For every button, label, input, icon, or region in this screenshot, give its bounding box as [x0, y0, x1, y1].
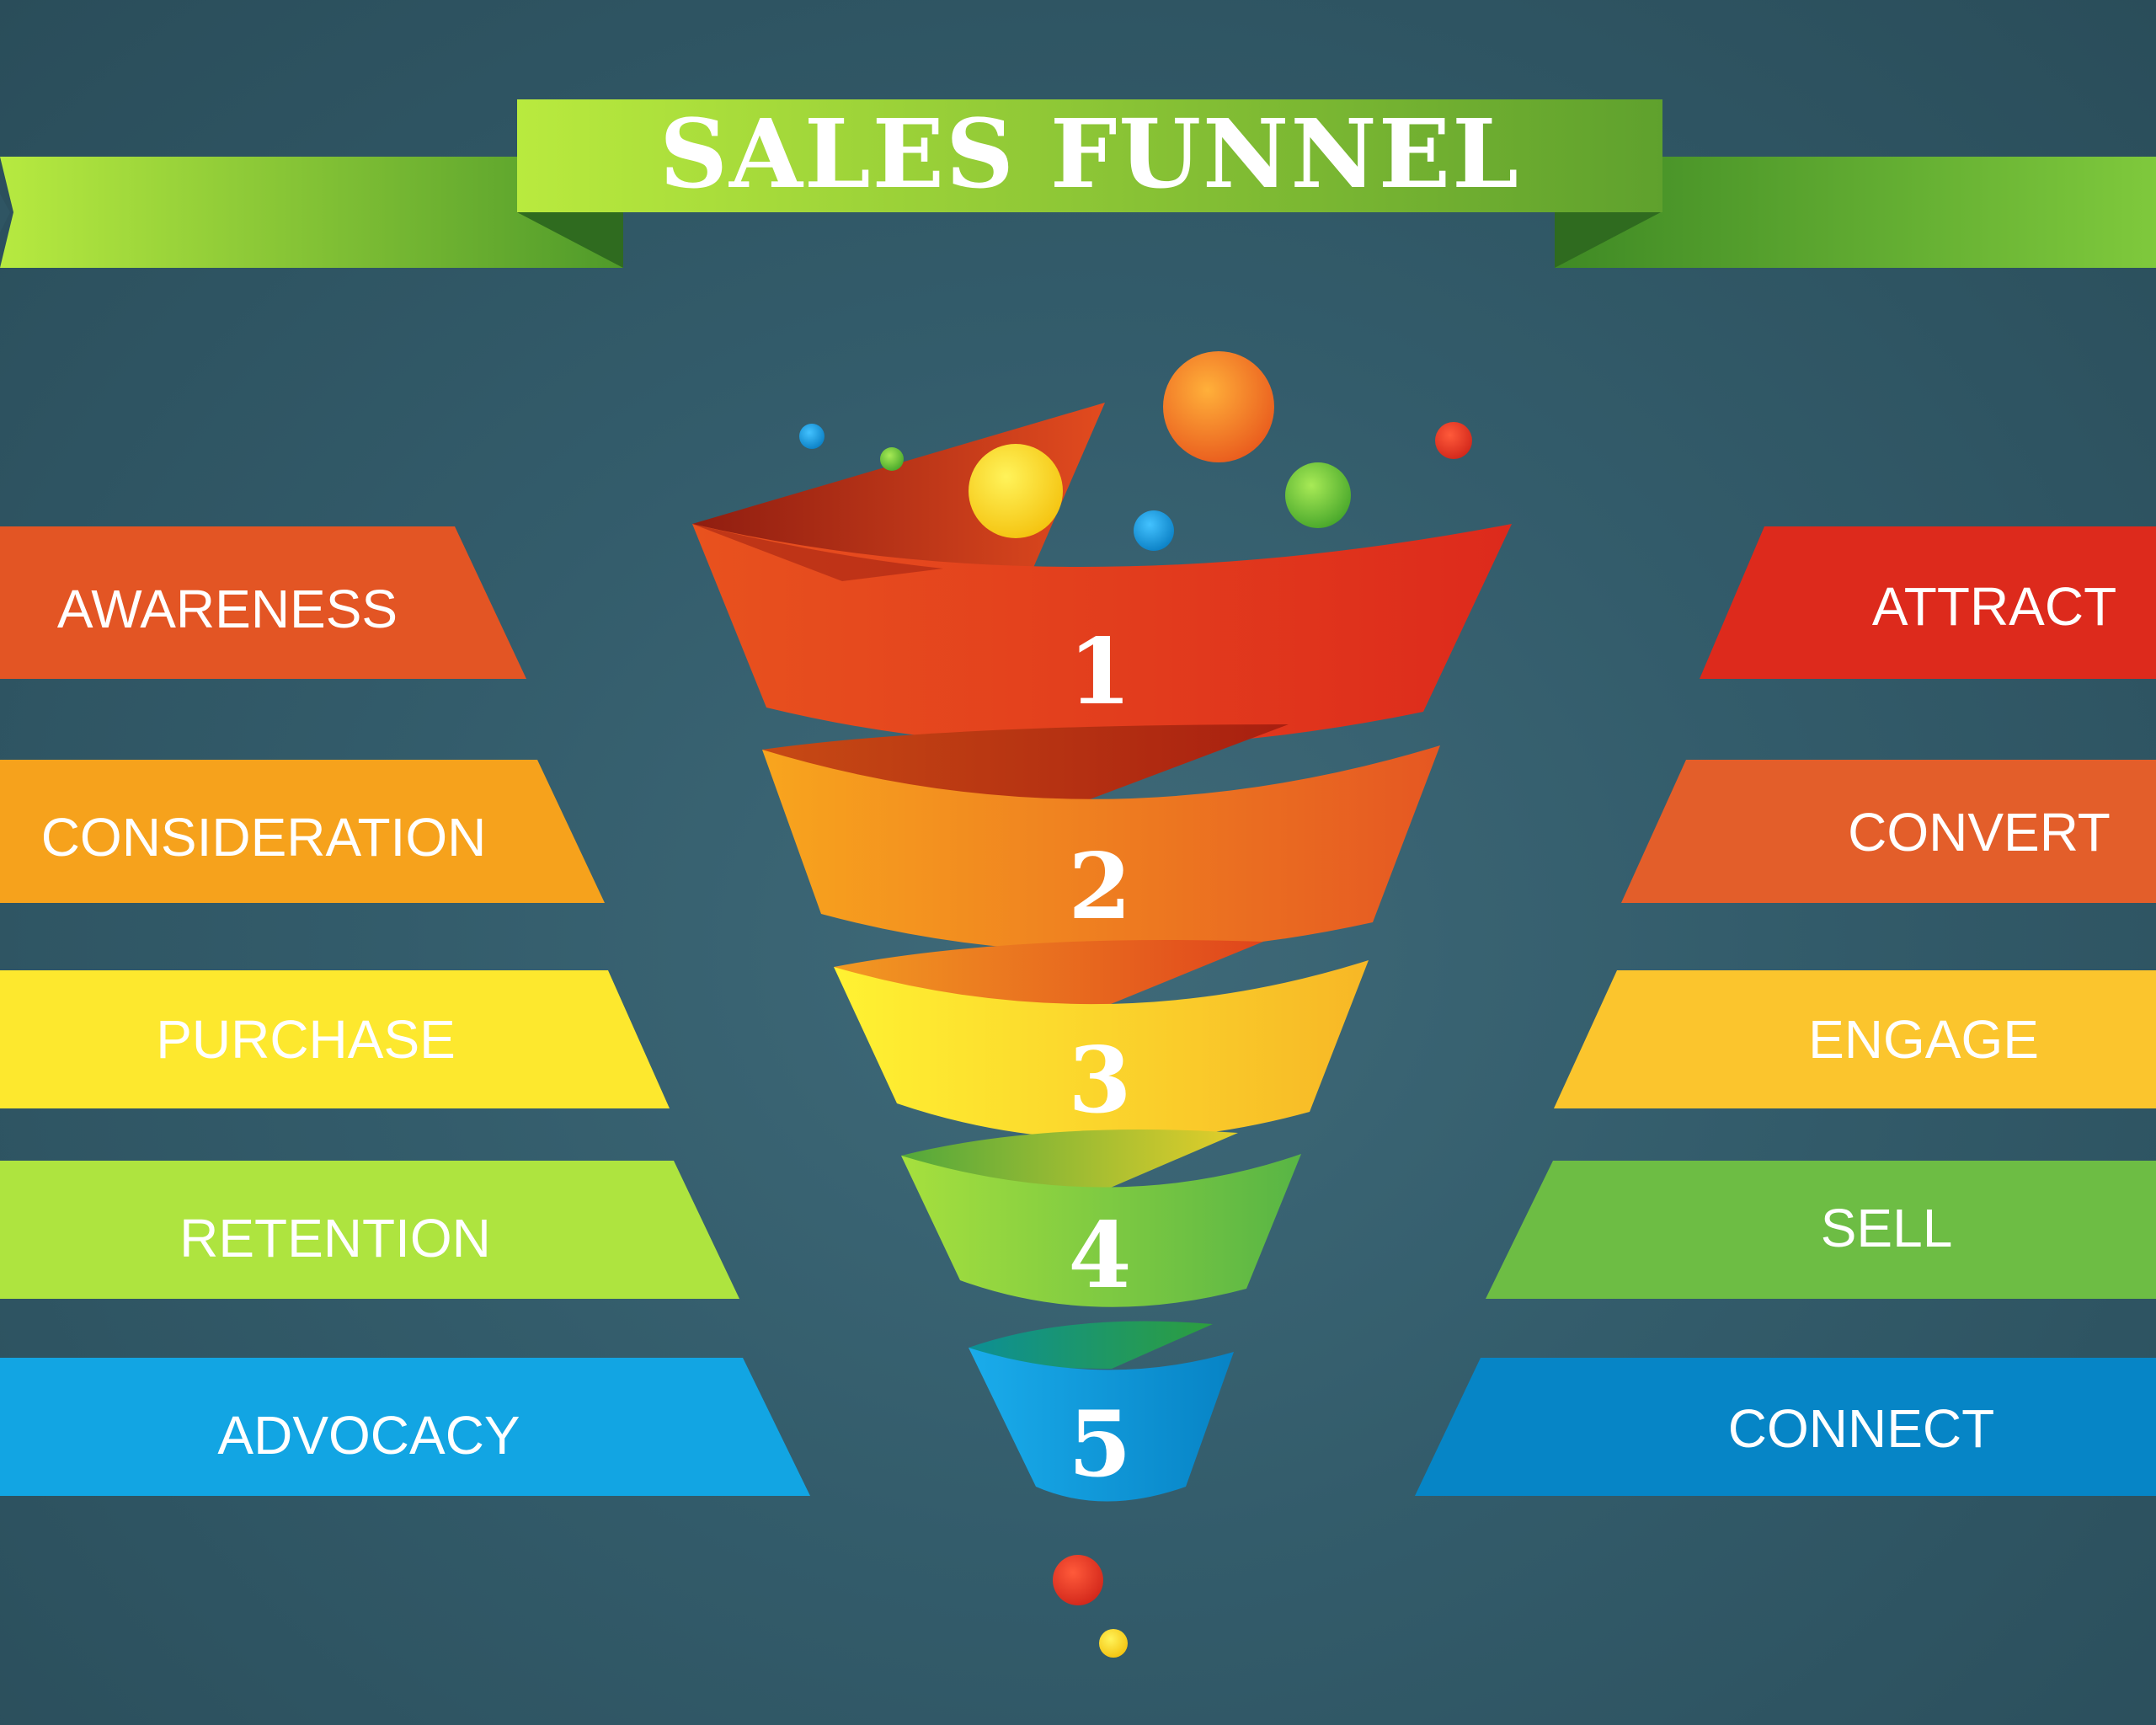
funnel-number-5: 5 — [1068, 1391, 1131, 1498]
banner-fold-left — [517, 212, 623, 268]
funnel-band-2 — [762, 745, 1440, 953]
right-labels: ATTRACT CONVERT ENGAGE SELL CONNECT — [1415, 526, 2156, 1496]
left-ribbon-3 — [0, 970, 670, 1108]
funnel-band-5 — [969, 1348, 1234, 1502]
ball-blue — [1134, 510, 1174, 551]
right-label-3: ENGAGE — [1808, 1009, 2039, 1070]
banner-fold-right — [1555, 212, 1661, 268]
ball-orange-large — [1163, 351, 1274, 462]
funnel-number-1: 1 — [1068, 619, 1131, 725]
funnel-band-5-inner — [969, 1321, 1213, 1369]
decorative-balls — [799, 351, 1472, 1658]
ball-red-small — [1435, 422, 1472, 459]
ball-yellow-bottom — [1099, 1629, 1128, 1658]
funnel-number-2: 2 — [1068, 834, 1131, 940]
ball-green-small — [880, 447, 904, 471]
funnel-number-4: 4 — [1068, 1203, 1131, 1309]
left-ribbon-1 — [0, 526, 526, 679]
banner-ribbon-right — [1555, 157, 2156, 268]
left-labels: AWARENESS CONSIDERATION PURCHASE RETENTI… — [0, 526, 810, 1496]
ball-green — [1285, 462, 1351, 528]
funnel-band-1 — [692, 524, 1512, 747]
right-ribbon-4 — [1486, 1161, 2156, 1299]
funnel-band-1-shadow — [692, 524, 943, 581]
funnel-number-3: 3 — [1068, 1028, 1131, 1134]
left-label-1: AWARENESS — [57, 579, 398, 639]
ball-blue-small — [799, 424, 825, 449]
left-label-2: CONSIDERATION — [41, 807, 487, 868]
left-ribbon-5 — [0, 1358, 810, 1496]
right-label-4: SELL — [1821, 1198, 1953, 1258]
ball-yellow — [969, 444, 1063, 538]
right-ribbon-2 — [1621, 760, 2156, 903]
banner-title: SALES FUNNEL — [659, 99, 1520, 210]
right-label-5: CONNECT — [1728, 1398, 1994, 1459]
left-ribbon-2 — [0, 760, 605, 903]
left-label-3: PURCHASE — [156, 1009, 456, 1070]
funnel: 1 2 3 4 5 — [692, 403, 1512, 1502]
right-ribbon-3 — [1554, 970, 2156, 1108]
right-label-1: ATTRACT — [1872, 576, 2116, 637]
left-label-4: RETENTION — [179, 1208, 491, 1268]
right-ribbon-5 — [1415, 1358, 2156, 1496]
left-ribbon-4 — [0, 1161, 739, 1299]
left-label-5: ADVOCACY — [217, 1405, 520, 1466]
ball-red-bottom — [1053, 1555, 1103, 1605]
funnel-band-3 — [834, 960, 1369, 1140]
funnel-band-4 — [901, 1154, 1301, 1307]
title-banner: SALES FUNNEL — [0, 99, 2156, 268]
banner-triangle-left-edge — [0, 194, 10, 232]
banner-ribbon-left — [0, 157, 623, 268]
right-ribbon-1 — [1700, 526, 2156, 679]
banner-main — [517, 99, 1662, 212]
right-label-2: CONVERT — [1848, 802, 2111, 862]
